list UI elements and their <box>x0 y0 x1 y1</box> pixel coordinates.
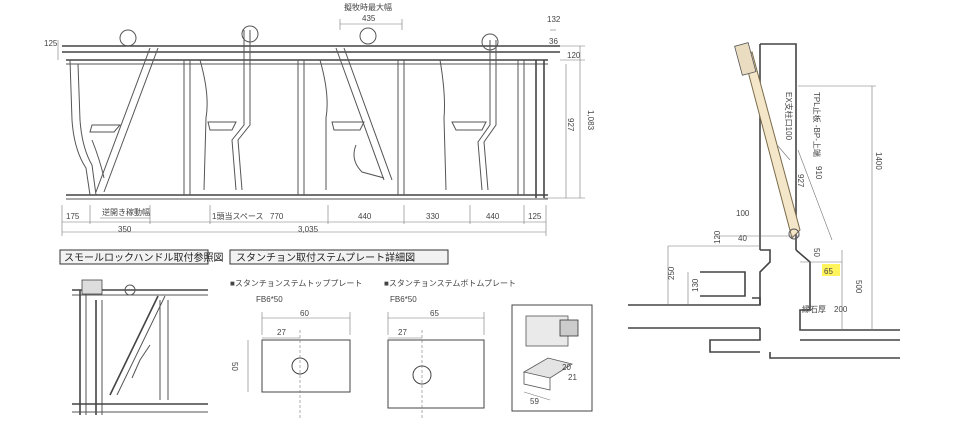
dim-1083: 1,083 <box>586 110 595 131</box>
main-front-view: 擬牧時最大幅 435 132 125 36 120 1,083 927 175 … <box>44 2 595 236</box>
dim-132: 132 <box>547 15 561 24</box>
dim-200: 200 <box>834 305 848 314</box>
label-tpl: TPL止板 -BP-上端 <box>812 92 822 157</box>
bottom-plate-width: 65 <box>430 309 439 318</box>
dim-50: 50 <box>812 248 821 257</box>
top-plate-width: 60 <box>300 309 309 318</box>
stem-plate-detail: スタンチョン取付ステムプレート詳細図 ■スタンチョンステムトッププレート ■スタ… <box>229 249 593 418</box>
dim-120-side: 120 <box>713 230 722 244</box>
bottom-plate-offset: 27 <box>398 328 407 337</box>
label-one-head-space: 1頭当スペース <box>212 211 264 221</box>
bottom-plate-title: ■スタンチョンステムボトムプレート <box>384 279 516 288</box>
bottom-plate-fb: FB6*50 <box>390 295 417 304</box>
dim-435: 435 <box>362 14 376 23</box>
top-plate-height: 50 <box>230 362 239 371</box>
dim-440-b: 440 <box>486 212 500 221</box>
side-section-view: TPL止板 -BP-上端 EX支柱口100 縁石厚 1400 910 927 1… <box>628 42 900 359</box>
dim-350: 350 <box>118 225 132 234</box>
dim-927-side: 927 <box>796 174 805 188</box>
dim-125-right: 125 <box>528 212 542 221</box>
photo-dim-20: 20 <box>562 363 571 372</box>
label-ex: EX支柱口100 <box>784 92 794 141</box>
dim-770: 770 <box>270 212 284 221</box>
dim-500: 500 <box>854 280 863 294</box>
top-plate-fb: FB6*50 <box>256 295 283 304</box>
dim-65: 65 <box>824 267 833 276</box>
label-curb: 縁石厚 <box>802 304 826 314</box>
dim-175: 175 <box>66 212 80 221</box>
dim-130: 130 <box>691 278 700 292</box>
dim-250: 250 <box>667 266 676 280</box>
photo-dim-59: 59 <box>530 397 539 406</box>
stem-plate-title: スタンチョン取付ステムプレート詳細図 <box>236 251 415 264</box>
dim-1400: 1400 <box>874 152 883 170</box>
dim-3035: 3,035 <box>298 225 319 234</box>
dim-120: 120 <box>567 51 581 60</box>
stanchion-pole <box>744 50 801 239</box>
dim-440-a: 440 <box>358 212 372 221</box>
top-plate-offset: 27 <box>277 328 286 337</box>
dim-330: 330 <box>426 212 440 221</box>
small-lock-detail: スモールロックハンドル取付参照図 <box>59 249 224 415</box>
top-plate-title: ■スタンチョンステムトッププレート <box>230 279 362 288</box>
label-max-width: 擬牧時最大幅 <box>344 2 392 12</box>
dim-910: 910 <box>814 166 823 180</box>
small-lock-title: スモールロックハンドル取付参照図 <box>64 251 224 264</box>
dim-100: 100 <box>736 209 750 218</box>
photo-box <box>511 304 593 412</box>
dim-36: 36 <box>549 37 558 46</box>
highlight-65 <box>822 264 840 276</box>
dim-927: 927 <box>566 118 575 132</box>
photo-dim-21: 21 <box>568 373 577 382</box>
dim-125-left: 125 <box>44 39 58 48</box>
label-reverse-open: 逆開き稼動幅 <box>102 207 150 217</box>
dim-40: 40 <box>738 234 747 243</box>
